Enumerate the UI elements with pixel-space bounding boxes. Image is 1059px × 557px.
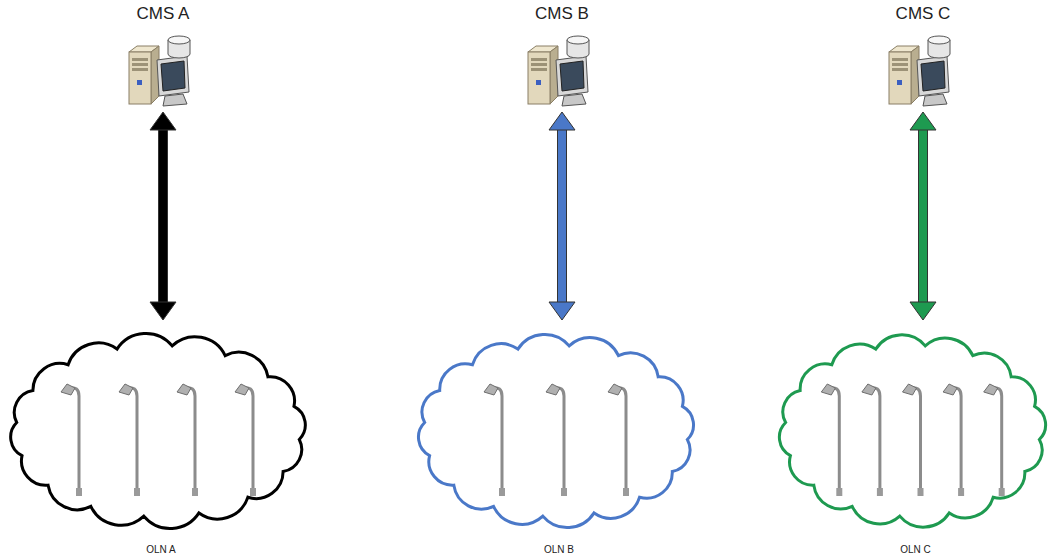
street-lamp [484,384,505,496]
cloud-outline [771,318,1054,536]
street-lamp [235,384,256,496]
street-lamp [608,384,629,496]
network-label: OLN A [2,544,320,555]
street-lamp [943,384,964,496]
street-lamp [119,384,140,496]
server-node: CMS C [875,4,971,110]
server-label: CMS B [514,4,610,24]
cloud-border [779,335,1045,527]
server-icon [875,32,965,110]
street-lamp [177,384,198,496]
cloud-outline [410,318,702,536]
cloud-border [418,334,693,527]
network-cloud: OLN C [771,318,1059,555]
double-arrow [150,112,176,320]
server-node: CMS A [115,4,211,110]
network-label: OLN C [771,544,1059,555]
street-lamp [903,384,924,496]
server-label: CMS C [875,4,971,24]
network-cloud: OLN A [2,318,320,555]
server-node: CMS B [514,4,610,110]
server-label: CMS A [115,4,211,24]
street-lamp [821,384,842,496]
network-label: OLN B [410,544,708,555]
cloud-outline [2,318,314,536]
street-lamp [546,384,567,496]
server-icon [514,32,604,110]
server-icon [115,32,205,110]
street-lamp [984,384,1005,496]
network-cloud: OLN B [410,318,708,555]
street-lamp [61,384,82,496]
double-arrow [549,112,575,320]
cloud-border [11,333,306,528]
double-arrow [910,112,936,320]
street-lamp [862,384,883,496]
